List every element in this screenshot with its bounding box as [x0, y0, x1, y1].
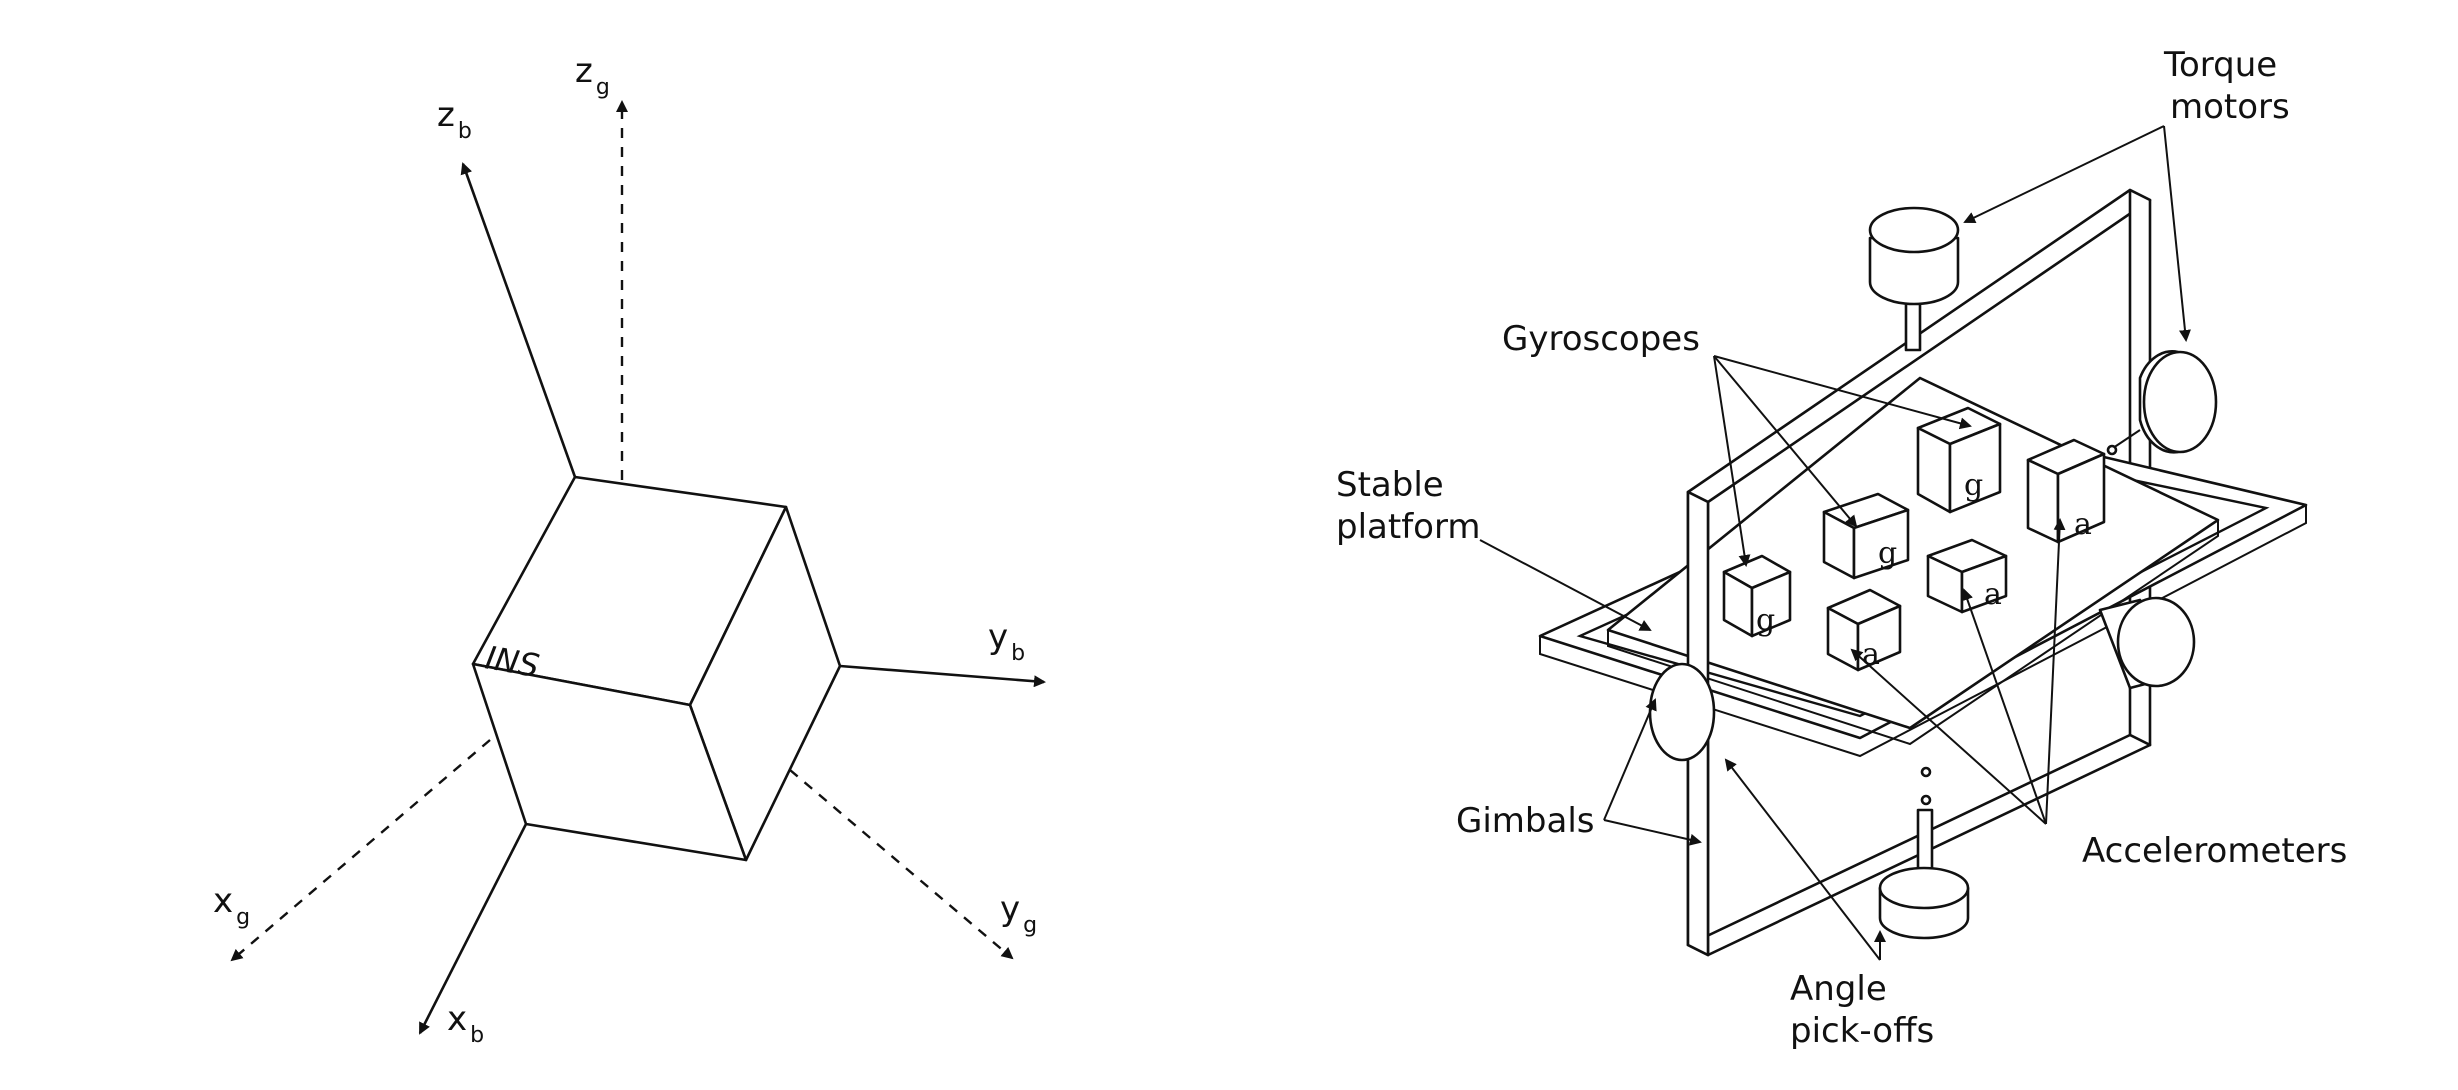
angle-pickoff-bottom [1878, 808, 1970, 940]
component-labels: Torque motors Gyroscopes Stable platform… [1336, 45, 2347, 1051]
label-gyroscopes: Gyroscopes [1502, 319, 1700, 359]
label-stable-platform-2: platform [1336, 507, 1480, 547]
svg-text:a: a [2074, 507, 2092, 542]
torque-motor-top [1868, 206, 1960, 352]
gimbal-platform-diagram: g a g a g a [1336, 45, 2347, 1051]
torque-motor-lower [2098, 596, 2196, 690]
sensor-box: a [2026, 438, 2106, 544]
torque-motor-right [2109, 350, 2218, 454]
label-gimbals: Gimbals [1456, 801, 1595, 841]
sensor-box: g [1822, 492, 1910, 580]
sensor-box: a [1826, 588, 1902, 672]
zb-axis [460, 162, 577, 478]
svg-text:g: g [1878, 536, 1897, 571]
yb-axis [839, 664, 1046, 688]
sensor-box: g [1722, 554, 1792, 638]
svg-text:a: a [1984, 577, 2002, 612]
xb-axis [418, 823, 528, 1035]
ins-cube: INS [471, 475, 842, 862]
svg-text:g: g [1964, 468, 1983, 503]
svg-text:g: g [1756, 603, 1775, 638]
leader-lines [1479, 125, 2191, 961]
xg-axis [230, 739, 491, 962]
label-angle-pickoffs-1: Angle [1790, 969, 1887, 1009]
label-torque-motors-2: motors [2170, 87, 2290, 127]
label-accelerometers: Accelerometers [2082, 831, 2347, 871]
label-torque-motors-1: Torque [2163, 45, 2277, 85]
yg-axis [789, 769, 1014, 960]
sensor-box: a [1926, 538, 2008, 614]
label-stable-platform-1: Stable [1336, 465, 1444, 505]
angle-pickoff-left [1648, 662, 1716, 762]
ins-label: INS [483, 638, 542, 685]
label-angle-pickoffs-2: pick-offs [1790, 1011, 1934, 1051]
